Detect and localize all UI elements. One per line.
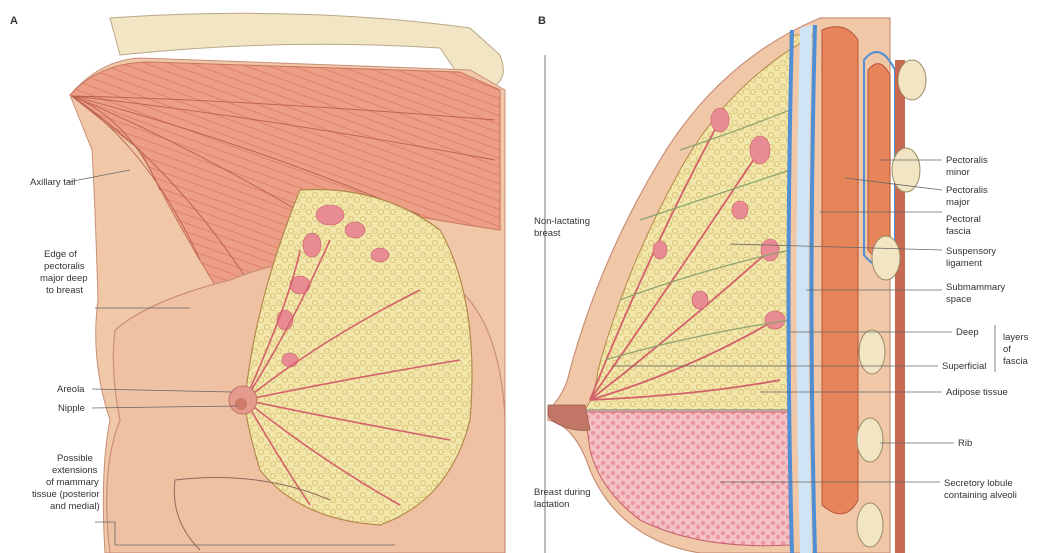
label-deep: Deep xyxy=(956,327,979,338)
label-lactation-1: Breast during xyxy=(534,487,591,498)
label-pfas-1: Pectoral xyxy=(946,214,981,225)
label-ext-4: tissue (posterior xyxy=(32,489,100,500)
label-rib: Rib xyxy=(958,438,972,449)
label-nonlactating-1: Non-lactating xyxy=(534,216,590,227)
label-edge-2: pectoralis xyxy=(44,261,85,272)
label-susp-1: Suspensory xyxy=(946,246,996,257)
label-pmaj-2: major xyxy=(946,197,970,208)
label-secr-2: containing alveoli xyxy=(944,490,1017,501)
label-layers-2: of xyxy=(1003,344,1011,355)
label-susp-2: ligament xyxy=(946,258,982,269)
label-layers-3: fascia xyxy=(1003,356,1029,367)
label-ext-2: extensions xyxy=(52,465,98,476)
chest-wall xyxy=(895,60,905,553)
panel-a: A Axillary tail Edge of pectoralis major… xyxy=(10,13,505,553)
label-nonlactating-2: breast xyxy=(534,228,561,239)
label-subm-1: Submammary xyxy=(946,282,1005,293)
label-layers-1: layers xyxy=(1003,332,1029,343)
label-pmaj-1: Pectoralis xyxy=(946,185,988,196)
label-edge-3: major deep xyxy=(40,273,88,284)
label-secr-1: Secretory lobule xyxy=(944,478,1013,489)
panel-a-letter: A xyxy=(10,15,18,27)
label-pmin-1: Pectoralis xyxy=(946,155,988,166)
label-axillary-tail: Axillary tail xyxy=(30,177,75,188)
label-pmin-2: minor xyxy=(946,167,970,178)
nipple-b xyxy=(548,405,590,430)
label-superficial: Superficial xyxy=(942,361,986,372)
label-areola: Areola xyxy=(57,384,85,395)
label-nipple: Nipple xyxy=(58,403,85,414)
label-ext-1: Possible xyxy=(57,453,93,464)
label-edge-4: to breast xyxy=(46,285,83,296)
breast-adipose-b xyxy=(585,35,815,410)
nipple-shape xyxy=(235,398,247,410)
label-subm-2: space xyxy=(946,294,971,305)
label-ext-5: and medial) xyxy=(50,501,100,512)
panel-b: B xyxy=(534,15,1029,553)
label-lactation-2: lactation xyxy=(534,499,569,510)
label-adipose: Adipose tissue xyxy=(946,387,1008,398)
panel-b-letter: B xyxy=(538,15,546,27)
label-pfas-2: fascia xyxy=(946,226,972,237)
lactating-gland-b xyxy=(585,412,790,546)
label-edge-1: Edge of xyxy=(44,249,77,260)
label-ext-3: of mammary xyxy=(46,477,99,488)
pectoralis-major-b xyxy=(822,27,858,514)
pectoralis-minor-b xyxy=(868,64,890,258)
